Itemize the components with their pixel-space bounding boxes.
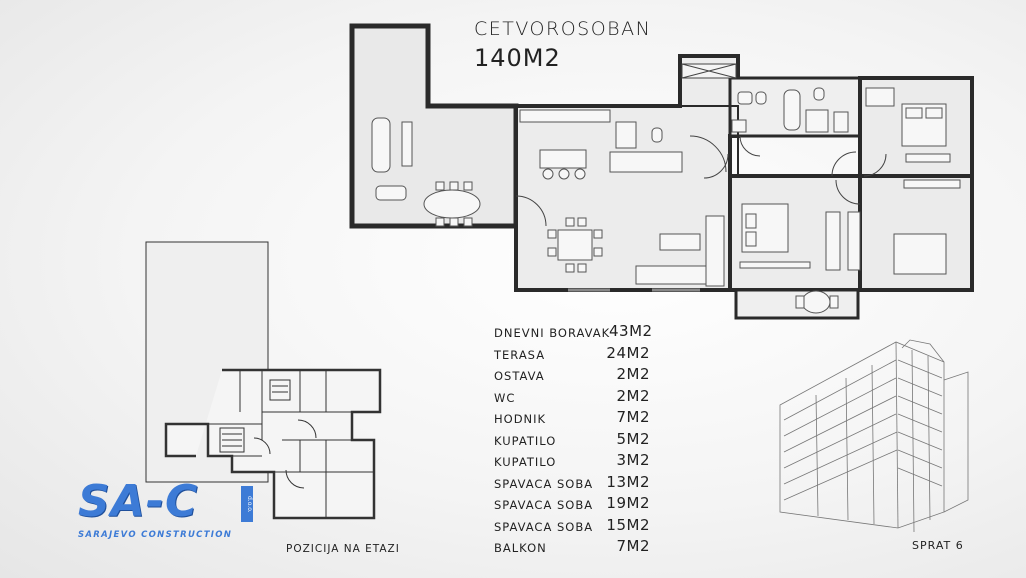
room-area: 19M2 bbox=[606, 494, 650, 512]
room-row: WC 2M2 bbox=[494, 387, 664, 409]
hallway-area bbox=[680, 105, 861, 177]
room-row: TERASA 24M2 bbox=[494, 344, 664, 366]
room-name: KUPATILO bbox=[494, 433, 557, 448]
room-area: 2M2 bbox=[616, 365, 650, 383]
bathroom-furniture bbox=[731, 87, 849, 133]
kitchen-counter-icon bbox=[519, 109, 611, 123]
logo-mark: SA-C bbox=[78, 476, 199, 527]
room-name: HODNIK bbox=[494, 412, 547, 426]
company-logo: SA-C d.o.o. SARAJEVO CONSTRUCTION bbox=[78, 478, 258, 548]
logo-tag: d.o.o. bbox=[241, 486, 253, 522]
room-name: SPAVACA SOBA bbox=[494, 498, 594, 512]
building-sketch-icon bbox=[779, 339, 969, 533]
room-row: OSTAVA 2M2 bbox=[494, 365, 664, 387]
room-row: BALKON 7M2 bbox=[494, 537, 664, 559]
room-row: KUPATILO 5M2 bbox=[494, 430, 664, 452]
dining-table-icon bbox=[801, 290, 831, 314]
apartment-type-title: CETVOROSOBAN bbox=[474, 18, 652, 40]
room-name: DNEVNI BORAVAK bbox=[494, 326, 611, 340]
room-name: SPAVACA SOBA bbox=[494, 519, 594, 534]
room-area: 3M2 bbox=[616, 451, 650, 469]
dining-table-icon bbox=[557, 229, 593, 261]
room-name: KUPATILO bbox=[494, 455, 557, 469]
room-area: 13M2 bbox=[606, 472, 650, 491]
room-row: HODNIK 7M2 bbox=[494, 408, 664, 430]
bathtub-icon bbox=[783, 89, 801, 131]
room-area: 5M2 bbox=[616, 429, 650, 448]
living-furniture bbox=[519, 109, 725, 292]
room-area: 2M2 bbox=[616, 386, 650, 405]
shower-icon bbox=[805, 109, 829, 133]
room-name: SPAVACA SOBA bbox=[494, 476, 594, 491]
terrace-furniture bbox=[371, 117, 481, 227]
door-swings bbox=[515, 63, 887, 227]
room-row: KUPATILO 3M2 bbox=[494, 451, 664, 473]
sofa-icon bbox=[635, 265, 707, 285]
room-row: SPAVACA SOBA 13M2 bbox=[494, 473, 664, 495]
toilet-icon bbox=[651, 127, 663, 143]
room-area: 7M2 bbox=[616, 537, 650, 555]
bedroom-furniture bbox=[739, 87, 961, 314]
room-name: OSTAVA bbox=[494, 369, 545, 383]
room-name: TERASA bbox=[494, 347, 546, 362]
bed-icon bbox=[893, 233, 947, 275]
sofa-icon bbox=[375, 185, 407, 201]
dining-table-icon bbox=[423, 189, 481, 219]
floor-number-label: SPRAT 6 bbox=[912, 539, 964, 552]
toilet-icon bbox=[755, 91, 767, 105]
room-name: BALKON bbox=[494, 541, 547, 555]
room-name: WC bbox=[494, 390, 516, 405]
room-area: 7M2 bbox=[616, 408, 650, 426]
sofa-icon bbox=[371, 117, 391, 173]
room-row: SPAVACA SOBA 15M2 bbox=[494, 516, 664, 538]
room-row: SPAVACA SOBA 19M2 bbox=[494, 494, 664, 516]
room-area: 24M2 bbox=[606, 343, 650, 362]
logo-subtitle: SARAJEVO CONSTRUCTION bbox=[78, 530, 233, 540]
room-area: 43M2 bbox=[609, 322, 653, 340]
floor-position-label: POZICIJA NA ETAZI bbox=[286, 543, 400, 555]
apartment-total-area: 140M2 bbox=[474, 44, 561, 72]
room-area: 15M2 bbox=[606, 515, 650, 534]
floor-position-plan bbox=[145, 241, 382, 520]
